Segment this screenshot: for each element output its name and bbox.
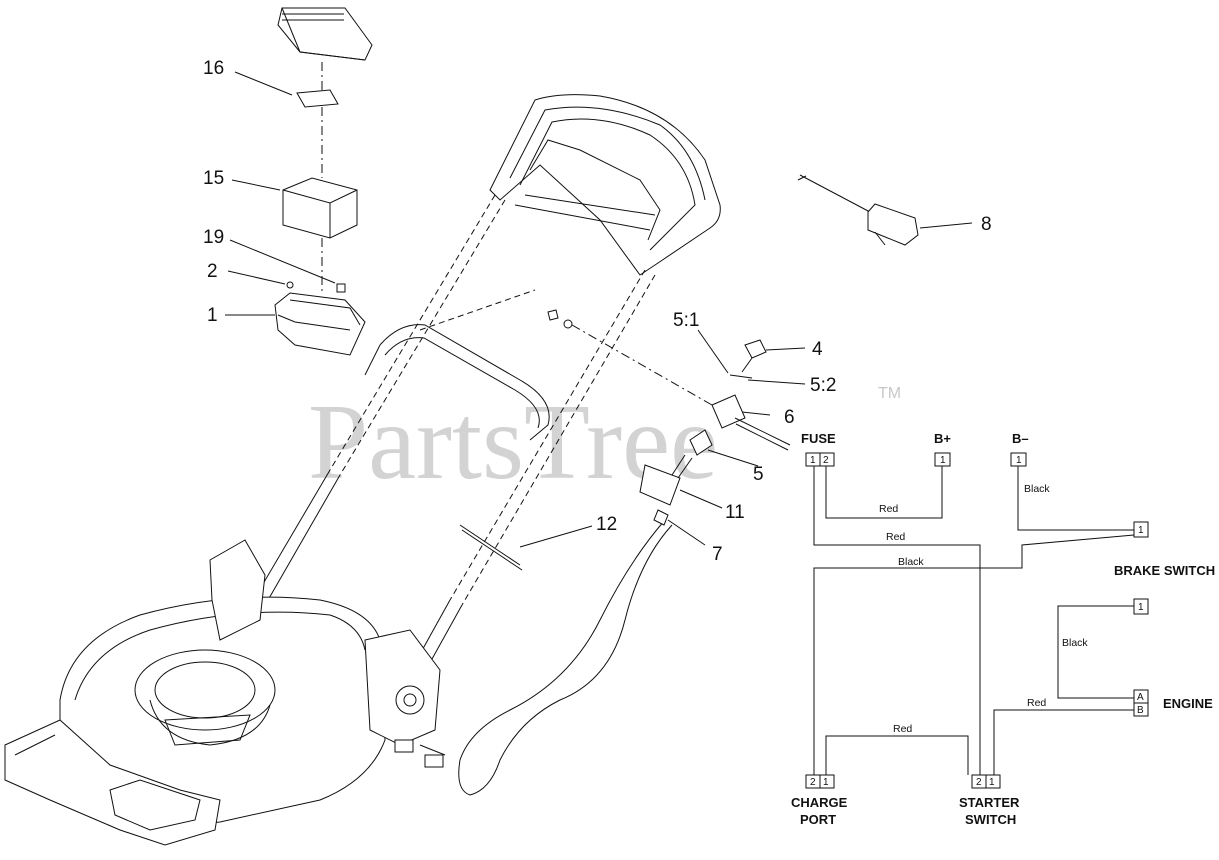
fuse-pin-2: 2 (823, 455, 829, 466)
charge-port-pin-1: 1 (823, 777, 829, 788)
callout-7: 7 (712, 544, 723, 565)
callout-19: 19 (203, 227, 224, 248)
charge-port-label-2: PORT (800, 812, 836, 827)
wire-fuse-starter (813, 466, 981, 775)
starter-switch-label-1: STARTER (959, 795, 1020, 810)
wire-brake-charge (813, 534, 1135, 775)
callout-8: 8 (981, 214, 992, 235)
callout-5-1: 5:1 (673, 310, 699, 331)
fuse-label: FUSE (801, 431, 836, 446)
connector-charge-port: 2 1 CHARGE PORT (791, 774, 848, 827)
engine-pin-b: B (1137, 705, 1144, 716)
brake-switch-label: BRAKE SWITCH (1114, 563, 1215, 578)
wire-fuse-bplus (825, 466, 943, 519)
starter-switch-pin-1: 1 (989, 777, 995, 788)
brake-switch-pin-1: 1 (1138, 525, 1144, 536)
charge-port-pin-2: 2 (810, 777, 816, 788)
callout-2: 2 (207, 261, 218, 282)
callout-11: 11 (725, 502, 745, 523)
leader-lines (225, 71, 973, 548)
wire-label-red-3: Red (1027, 697, 1046, 709)
b-plus-label: B+ (934, 431, 951, 446)
wire-charge-starter (825, 735, 969, 775)
connector-fuse: FUSE 1 2 (801, 431, 836, 467)
mower-illustration (4, 7, 919, 846)
callout-4: 4 (812, 339, 823, 360)
connector-brake-switch: 1 BRAKE SWITCH (1114, 521, 1215, 578)
connector-starter-switch: 2 1 STARTER SWITCH (959, 774, 1020, 827)
wire-label-red-1: Red (879, 503, 898, 515)
wiring-schematic: Red Red Black Black Black Red Red FUSE 1… (791, 431, 1215, 827)
wire-label-black-3: Black (1062, 637, 1088, 649)
wire-engine-loop (1057, 605, 1134, 699)
wire-label-black-2: Black (898, 556, 924, 568)
callout-12: 12 (596, 514, 617, 535)
b-plus-pin-1: 1 (940, 455, 946, 466)
connector-b-minus: B– 1 (1010, 431, 1029, 467)
starter-switch-pin-2: 2 (976, 777, 982, 788)
engine-label: ENGINE (1163, 696, 1213, 711)
callout-16: 16 (203, 58, 224, 79)
callout-5-2: 5:2 (810, 375, 836, 396)
engine-pin-a: A (1137, 692, 1144, 703)
wire-engine-starter (993, 709, 1134, 775)
callout-1: 1 (207, 305, 218, 326)
fuse-pin-1: 1 (810, 455, 816, 466)
wire-label-red-2: Red (886, 531, 905, 543)
callout-15: 15 (203, 168, 224, 189)
starter-switch-label-2: SWITCH (965, 812, 1016, 827)
wire-label-black-1: Black (1024, 483, 1050, 495)
engine-pin-1: 1 (1138, 602, 1144, 613)
callout-6: 6 (784, 407, 795, 428)
b-minus-pin-1: 1 (1016, 455, 1022, 466)
charge-port-label-1: CHARGE (791, 795, 848, 810)
wire-label-red-4: Red (893, 723, 912, 735)
watermark-trademark: TM (878, 385, 901, 402)
b-minus-label: B– (1012, 431, 1029, 446)
connector-b-plus: B+ 1 (934, 431, 951, 467)
wire-bminus-brake (1017, 466, 1134, 531)
connector-engine: 1 A B ENGINE (1133, 598, 1213, 717)
callout-5: 5 (753, 464, 764, 485)
callouts: 16 15 19 2 1 8 4 5:1 5:2 6 5 11 12 7 (203, 58, 992, 565)
